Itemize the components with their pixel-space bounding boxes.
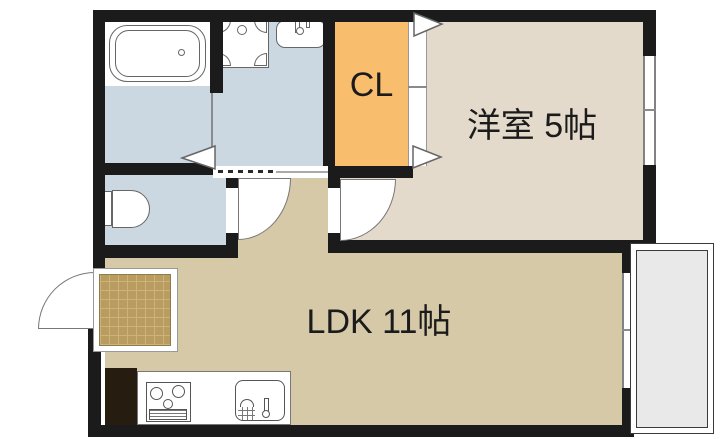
threshold-line (276, 171, 328, 173)
toilet-bowl-icon (112, 190, 150, 228)
wall-washroom-closet (323, 10, 335, 178)
bathroom-door-line (211, 93, 213, 147)
genkan-mat-icon (99, 274, 171, 346)
stove-burner (150, 387, 163, 400)
wall-western-right-a (643, 10, 656, 57)
sink-drain-arc (240, 399, 254, 407)
kitchen-sink-icon (235, 380, 285, 421)
closet-label: CL (349, 66, 394, 104)
stove-burner (163, 399, 173, 409)
balcony-deck (636, 250, 708, 428)
window-tick (622, 329, 634, 331)
pan-corner (254, 53, 267, 66)
closet-track-tick (408, 86, 427, 88)
toilet-door-opening (226, 188, 238, 233)
wall-left-upper (93, 10, 105, 273)
wall-bottom (88, 425, 634, 437)
bathtub-inner (115, 30, 200, 77)
entrance-door-swing (38, 272, 95, 329)
window-tick (643, 109, 656, 111)
washer-pan-icon (216, 18, 269, 68)
western-room-label: 洋室 5帖 (466, 107, 598, 145)
wall-toilet-right-a (226, 175, 238, 188)
wall-bath-toilet (93, 163, 213, 175)
wall-left-lower (88, 328, 101, 437)
wall-western-left-a (328, 178, 340, 188)
stove-grill (149, 409, 187, 420)
sink-faucet-knob (262, 410, 270, 418)
wall-bath-washroom (210, 10, 223, 93)
western-door-opening (328, 188, 340, 233)
gas-stove-icon (146, 382, 191, 422)
wall-toilet-bottom (93, 245, 238, 258)
threshold-dashes (218, 170, 274, 173)
sink-drain-grid (238, 406, 255, 420)
wall-western-right-b (643, 164, 656, 253)
ldk-label: LDK 11帖 (306, 303, 452, 341)
stove-burner (172, 385, 185, 398)
closet-door-track (408, 22, 427, 166)
closet-floor (335, 22, 408, 166)
bathtub-drain (178, 49, 185, 56)
pan-drain (237, 25, 247, 35)
fridge-alcove (105, 368, 137, 425)
wall-western-bottom (328, 240, 656, 253)
wall-toilet-right-b (226, 233, 238, 245)
kitchen-counter (137, 371, 291, 425)
wall-top (93, 10, 656, 22)
basin-drain (296, 27, 304, 35)
wall-closet-bottom (328, 166, 413, 178)
